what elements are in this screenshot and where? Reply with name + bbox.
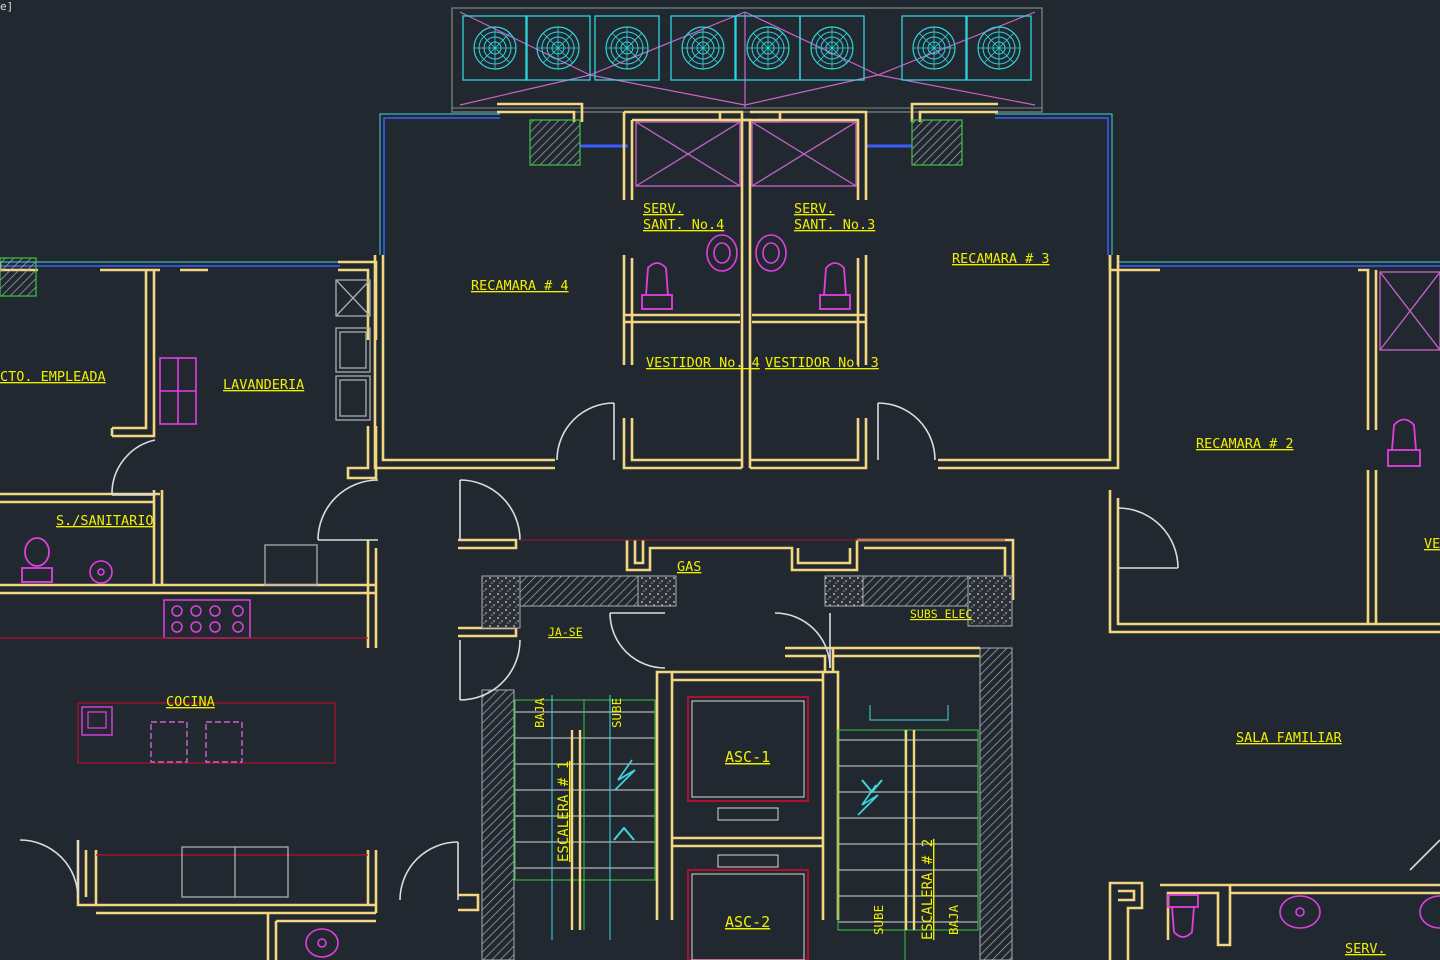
sink-fixture <box>1279 895 1321 929</box>
stair-2 <box>837 705 979 960</box>
label-sube-1: SUBE <box>609 698 624 728</box>
label-escalera-2: ESCALERA # 2 <box>920 839 936 940</box>
toilet-fixture <box>21 537 53 583</box>
label-baja-2: BAJA <box>946 904 961 935</box>
label-serv-sant-3-line1: SERV. <box>794 201 835 217</box>
label-serv-sant-4-line2: SANT. No.4 <box>643 217 724 233</box>
window-lines <box>0 113 1440 267</box>
fan-unit <box>966 15 1032 81</box>
sink-fixture <box>755 234 787 272</box>
toilet-fixture <box>1387 418 1421 467</box>
toilet-fixture <box>1167 894 1199 938</box>
washer-dryer <box>159 357 197 425</box>
sink-fixture <box>1419 895 1440 929</box>
fan-unit <box>670 15 736 81</box>
label-recamara-3: RECAMARA # 3 <box>952 251 1050 267</box>
label-s-sanitario: S./SANITARIO <box>56 513 154 529</box>
laundry-sinks <box>264 279 371 586</box>
label-serv-sant-3-line2: SANT. No.3 <box>794 217 875 233</box>
elevator-2 <box>687 854 809 960</box>
label-asc-1: ASC-1 <box>725 748 770 766</box>
label-serv-right: SERV. <box>1345 941 1386 957</box>
door-swings <box>19 402 1440 901</box>
label-recamara-4: RECAMARA # 4 <box>471 278 569 294</box>
label-asc-2: ASC-2 <box>725 913 770 931</box>
sink-fixture <box>706 234 738 272</box>
stove-fixture <box>163 599 251 639</box>
kitchen-counter <box>96 846 368 898</box>
label-ducto: JA-SE <box>548 625 583 639</box>
label-baja-1: BAJA <box>532 697 547 728</box>
stair-1 <box>514 695 656 940</box>
shower-right <box>1379 271 1440 351</box>
window-corner-tag: e] <box>0 0 14 13</box>
label-cocina: COCINA <box>166 694 215 710</box>
fan-unit <box>594 15 660 81</box>
sink-fixture <box>305 928 339 958</box>
label-vestidor-3: VESTIDOR No. 3 <box>765 355 879 371</box>
toilet-fixture <box>819 262 851 310</box>
kitchen-island <box>77 702 336 764</box>
label-subs-elec: SUBS ELEC <box>910 607 972 621</box>
label-vestidor-4: VESTIDOR No. 4 <box>646 355 760 371</box>
label-serv-sant-4-line1: SERV. <box>643 201 684 217</box>
label-lavanderia: LAVANDERIA <box>223 377 304 393</box>
shower-4 <box>635 121 741 187</box>
fan-unit <box>901 15 967 81</box>
label-recamara-2: RECAMARA # 2 <box>1196 436 1294 452</box>
shower-3 <box>751 121 857 187</box>
structural-columns <box>0 119 1013 960</box>
label-ve-right: VE <box>1424 536 1440 552</box>
elevator-1 <box>687 696 809 821</box>
fan-unit <box>462 15 528 81</box>
label-cto-empleada: CTO. EMPLEADA <box>0 369 106 385</box>
label-sube-2: SUBE <box>871 905 886 935</box>
toilet-fixture <box>641 262 673 310</box>
room-labels: SERV. SANT. No.4 SERV. SANT. No.3 RECAMA… <box>0 201 1440 957</box>
fan-unit <box>799 15 865 81</box>
sink-fixture <box>89 560 113 584</box>
label-sala-familiar: SALA FAMILIAR <box>1236 730 1343 746</box>
label-escalera-1: ESCALERA # 1 <box>556 761 572 862</box>
label-gas: GAS <box>677 559 701 575</box>
